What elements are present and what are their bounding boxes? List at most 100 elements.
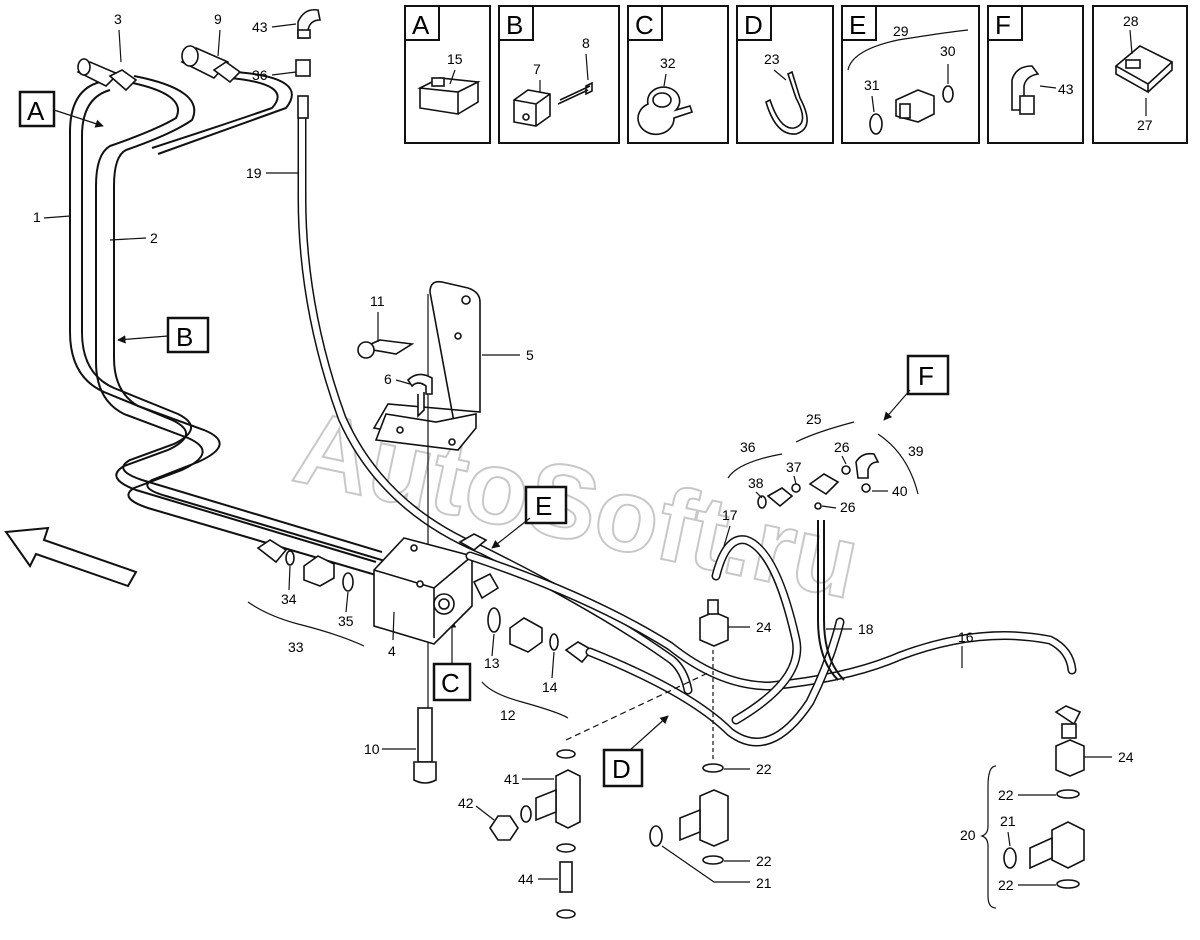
detail-box-letter: A — [412, 10, 430, 40]
callout-label: 27 — [1137, 117, 1153, 133]
detail-box-letter: C — [635, 10, 654, 40]
callout-40: 40 — [892, 483, 908, 499]
fittings-12-13-14 — [487, 607, 594, 664]
callout-21: 21 — [756, 875, 772, 891]
detail-box-b: B 7 8 — [498, 5, 620, 144]
clamp-6 — [406, 373, 433, 418]
fitting-3 — [76, 58, 138, 92]
callout-9: 9 — [214, 11, 222, 27]
callout-label: 15 — [447, 51, 463, 67]
bolt-11 — [357, 339, 415, 359]
view-marker-letter: E — [535, 491, 552, 521]
fitting-43-top — [297, 8, 321, 39]
callout-10: 10 — [364, 741, 380, 757]
callout-39: 39 — [908, 443, 924, 459]
callout-14: 14 — [542, 679, 558, 695]
bracket-5 — [372, 280, 481, 720]
fitting-assembly-41 — [489, 749, 581, 919]
callout-24b: 24 — [1118, 749, 1134, 765]
view-marker-a: A — [18, 90, 104, 128]
callout-11: 11 — [370, 293, 385, 309]
callout-label: 28 — [1123, 13, 1139, 29]
callout-26: 26 — [834, 439, 850, 455]
callout-13: 13 — [484, 655, 500, 671]
fitting-assembly-20 — [980, 705, 1085, 909]
callout-35: 35 — [338, 613, 354, 629]
view-marker-e: E — [491, 485, 568, 549]
callout-label: 43 — [1058, 81, 1074, 97]
callout-22c: 22 — [998, 787, 1014, 803]
callouts: 1 2 3 4 5 6 9 10 11 12 13 14 16 17 18 19… — [33, 11, 1134, 893]
callout-22b: 22 — [756, 853, 772, 869]
view-marker-f: F — [883, 354, 950, 421]
callout-22d: 22 — [998, 877, 1014, 893]
callout-1: 1 — [33, 209, 41, 225]
callout-6: 6 — [384, 371, 392, 387]
callout-36b: 36 — [740, 439, 756, 455]
callout-4: 4 — [388, 643, 396, 659]
callout-33: 33 — [288, 639, 304, 655]
detail-box-a: A 15 — [404, 5, 491, 144]
callout-18: 18 — [858, 621, 874, 637]
callout-17: 17 — [722, 507, 738, 523]
pipe-18 — [817, 520, 839, 681]
callout-label: 31 — [864, 77, 880, 93]
callout-21b: 21 — [1000, 813, 1016, 829]
pipe-2-inner — [113, 75, 403, 567]
pipe-2 — [95, 81, 387, 579]
callout-2: 2 — [150, 230, 158, 246]
callout-43: 43 — [252, 19, 268, 35]
view-marker-letter: D — [612, 754, 631, 784]
callout-24: 24 — [756, 619, 772, 635]
fitting-34-35 — [256, 539, 354, 592]
callout-44: 44 — [518, 871, 534, 887]
callout-label: 29 — [893, 23, 909, 39]
callout-22: 22 — [756, 761, 772, 777]
view-marker-letter: B — [176, 322, 193, 352]
pipe-1-inner — [81, 89, 383, 553]
detail-box-d: D 23 — [736, 5, 834, 144]
view-marker-letter: A — [27, 96, 45, 126]
view-marker-letter: C — [441, 668, 460, 698]
detail-box-f: F 43 — [987, 5, 1084, 144]
callout-12: 12 — [500, 707, 516, 723]
callout-37: 37 — [786, 459, 802, 475]
callout-label: 32 — [660, 55, 676, 71]
detail-box-letter: D — [744, 10, 763, 40]
callout-label: 7 — [533, 61, 541, 77]
callout-25: 25 — [806, 411, 822, 427]
detail-box-switch: 28 27 — [1092, 5, 1188, 144]
fittings-25-36-39 — [727, 421, 919, 510]
callout-26b: 26 — [840, 499, 856, 515]
callout-5: 5 — [526, 347, 534, 363]
callout-label: 23 — [764, 51, 780, 67]
callout-42: 42 — [458, 795, 474, 811]
fitting-36-top — [295, 59, 311, 119]
pipe-1 — [69, 81, 377, 563]
fitting-9 — [180, 45, 242, 84]
detail-box-letter: E — [849, 10, 866, 40]
view-marker-letter: F — [918, 361, 934, 391]
direction-arrow — [4, 526, 138, 588]
callout-38: 38 — [748, 475, 764, 491]
callout-3: 3 — [114, 11, 122, 27]
callout-19: 19 — [246, 165, 262, 181]
view-marker-b: B — [117, 316, 210, 354]
view-marker-c: C — [432, 619, 472, 702]
callout-label: 8 — [582, 35, 590, 51]
detail-box-letter: F — [995, 10, 1011, 40]
callout-36: 36 — [252, 67, 268, 83]
view-marker-d: D — [602, 715, 669, 788]
callout-20: 20 — [960, 827, 976, 843]
bolt-10 — [413, 707, 437, 784]
tee-fitting-center — [649, 763, 729, 865]
callout-34: 34 — [281, 591, 297, 607]
detail-box-letter: B — [506, 10, 523, 40]
detail-box-e: E 29 30 31 — [841, 5, 980, 144]
callout-label: 30 — [940, 43, 956, 59]
callout-16: 16 — [958, 629, 974, 645]
callout-41: 41 — [504, 771, 520, 787]
valve-block-4 — [373, 533, 500, 645]
nut-24-center — [699, 599, 729, 647]
